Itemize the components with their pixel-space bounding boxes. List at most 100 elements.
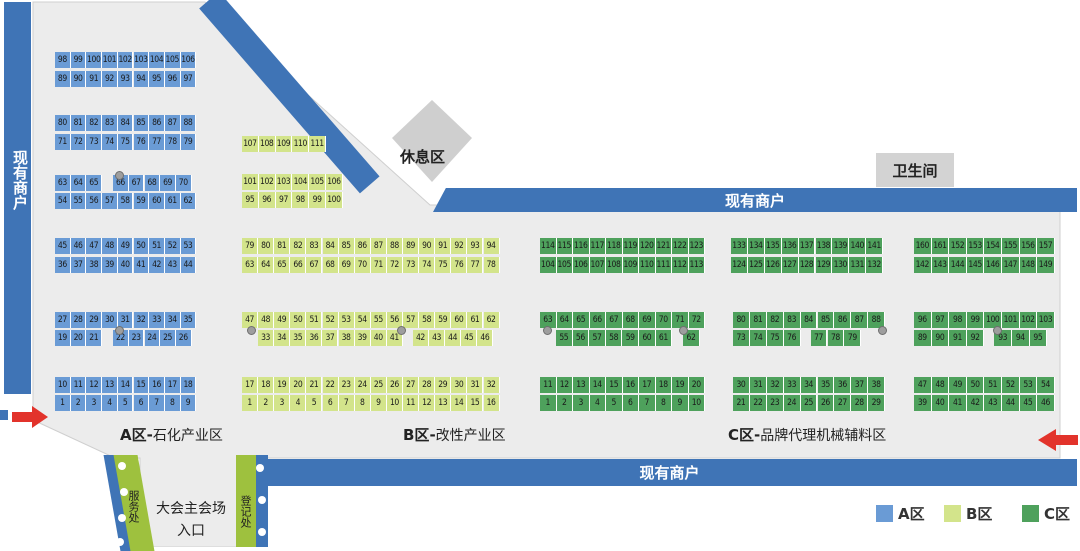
booth-a-40[interactable]: 40 <box>117 257 134 273</box>
booth-a-10[interactable]: 10 <box>55 377 71 393</box>
booth-a-39[interactable]: 39 <box>102 257 118 273</box>
booth-c-11[interactable]: 11 <box>540 377 557 393</box>
booth-b-9[interactable]: 9 <box>370 395 387 411</box>
booth-c-90[interactable]: 90 <box>931 330 950 346</box>
booth-b-61[interactable]: 61 <box>467 312 484 328</box>
booth-b-17[interactable]: 17 <box>242 377 259 393</box>
booth-c-102[interactable]: 102 <box>1019 312 1038 328</box>
booth-a-7[interactable]: 7 <box>149 395 165 411</box>
booth-c-106[interactable]: 106 <box>573 257 590 273</box>
booth-c-9[interactable]: 9 <box>672 395 689 411</box>
booth-a-95[interactable]: 95 <box>149 71 165 87</box>
booth-a-18[interactable]: 18 <box>180 377 197 393</box>
booth-c-4[interactable]: 4 <box>589 395 606 411</box>
booth-c-50[interactable]: 50 <box>966 377 985 393</box>
booth-c-51[interactable]: 51 <box>984 377 1002 393</box>
booth-c-17[interactable]: 17 <box>639 377 656 393</box>
booth-c-53[interactable]: 53 <box>1019 377 1038 393</box>
booth-a-71[interactable]: 71 <box>55 134 71 150</box>
booth-c-36[interactable]: 36 <box>834 377 852 393</box>
booth-c-152[interactable]: 152 <box>949 238 967 254</box>
booth-a-9[interactable]: 9 <box>180 395 197 411</box>
booth-c-92[interactable]: 92 <box>966 330 985 346</box>
booth-b-45[interactable]: 45 <box>461 330 478 346</box>
booth-c-28[interactable]: 28 <box>851 395 869 411</box>
booth-c-48[interactable]: 48 <box>931 377 950 393</box>
booth-a-78[interactable]: 78 <box>164 134 181 150</box>
booth-c-46[interactable]: 46 <box>1037 395 1055 411</box>
booth-c-33[interactable]: 33 <box>783 377 801 393</box>
booth-b-65[interactable]: 65 <box>274 257 291 273</box>
booth-a-57[interactable]: 57 <box>102 193 118 209</box>
booth-a-61[interactable]: 61 <box>164 193 181 209</box>
booth-b-48[interactable]: 48 <box>258 312 275 328</box>
booth-a-86[interactable]: 86 <box>149 115 165 131</box>
booth-a-94[interactable]: 94 <box>133 71 150 87</box>
booth-c-117[interactable]: 117 <box>589 238 606 254</box>
booth-c-111[interactable]: 111 <box>655 257 672 273</box>
booth-b-96[interactable]: 96 <box>258 192 276 208</box>
booth-a-55[interactable]: 55 <box>70 193 87 209</box>
booth-c-8[interactable]: 8 <box>655 395 672 411</box>
booth-b-109[interactable]: 109 <box>275 136 293 152</box>
booth-a-59[interactable]: 59 <box>133 193 150 209</box>
booth-c-76[interactable]: 76 <box>783 330 801 346</box>
booth-a-82[interactable]: 82 <box>86 115 103 131</box>
booth-b-14[interactable]: 14 <box>451 395 468 411</box>
booth-c-83[interactable]: 83 <box>783 312 801 328</box>
booth-c-138[interactable]: 138 <box>815 238 833 254</box>
booth-b-78[interactable]: 78 <box>483 257 500 273</box>
booth-b-76[interactable]: 76 <box>451 257 468 273</box>
booth-a-85[interactable]: 85 <box>133 115 150 131</box>
booth-c-146[interactable]: 146 <box>984 257 1002 273</box>
booth-c-155[interactable]: 155 <box>1002 238 1020 254</box>
booth-a-12[interactable]: 12 <box>86 377 103 393</box>
booth-c-147[interactable]: 147 <box>1002 257 1020 273</box>
booth-b-27[interactable]: 27 <box>403 377 420 393</box>
booth-b-7[interactable]: 7 <box>338 395 355 411</box>
booth-b-66[interactable]: 66 <box>290 257 307 273</box>
booth-c-85[interactable]: 85 <box>817 312 835 328</box>
booth-c-77[interactable]: 77 <box>810 330 828 346</box>
booth-c-114[interactable]: 114 <box>540 238 557 254</box>
booth-b-68[interactable]: 68 <box>322 257 339 273</box>
booth-b-63[interactable]: 63 <box>242 257 259 273</box>
booth-b-22[interactable]: 22 <box>322 377 339 393</box>
booth-c-41[interactable]: 41 <box>949 395 967 411</box>
booth-a-60[interactable]: 60 <box>149 193 165 209</box>
booth-c-157[interactable]: 157 <box>1037 238 1055 254</box>
booth-b-55[interactable]: 55 <box>370 312 387 328</box>
booth-c-101[interactable]: 101 <box>1002 312 1020 328</box>
booth-b-31[interactable]: 31 <box>467 377 484 393</box>
booth-a-65[interactable]: 65 <box>86 175 103 191</box>
booth-b-39[interactable]: 39 <box>354 330 371 346</box>
booth-a-29[interactable]: 29 <box>86 312 103 328</box>
booth-c-112[interactable]: 112 <box>672 257 689 273</box>
booth-b-10[interactable]: 10 <box>386 395 403 411</box>
booth-c-15[interactable]: 15 <box>606 377 623 393</box>
booth-a-90[interactable]: 90 <box>70 71 87 87</box>
booth-c-126[interactable]: 126 <box>764 257 782 273</box>
booth-c-103[interactable]: 103 <box>1037 312 1055 328</box>
booth-c-88[interactable]: 88 <box>868 312 886 328</box>
booth-a-26[interactable]: 26 <box>175 330 192 346</box>
booth-a-6[interactable]: 6 <box>133 395 150 411</box>
booth-c-116[interactable]: 116 <box>573 238 590 254</box>
booth-b-12[interactable]: 12 <box>419 395 436 411</box>
booth-c-121[interactable]: 121 <box>655 238 672 254</box>
booth-a-68[interactable]: 68 <box>144 175 161 191</box>
booth-b-88[interactable]: 88 <box>386 238 403 254</box>
booth-c-40[interactable]: 40 <box>931 395 950 411</box>
booth-c-91[interactable]: 91 <box>949 330 967 346</box>
booth-c-78[interactable]: 78 <box>827 330 845 346</box>
booth-a-84[interactable]: 84 <box>117 115 134 131</box>
booth-a-31[interactable]: 31 <box>117 312 134 328</box>
booth-a-47[interactable]: 47 <box>86 238 103 254</box>
booth-a-1[interactable]: 1 <box>55 395 71 411</box>
booth-c-55[interactable]: 55 <box>556 330 573 346</box>
booth-a-13[interactable]: 13 <box>102 377 118 393</box>
booth-a-80[interactable]: 80 <box>55 115 71 131</box>
booth-c-94[interactable]: 94 <box>1012 330 1030 346</box>
booth-c-20[interactable]: 20 <box>688 377 705 393</box>
booth-c-59[interactable]: 59 <box>622 330 639 346</box>
